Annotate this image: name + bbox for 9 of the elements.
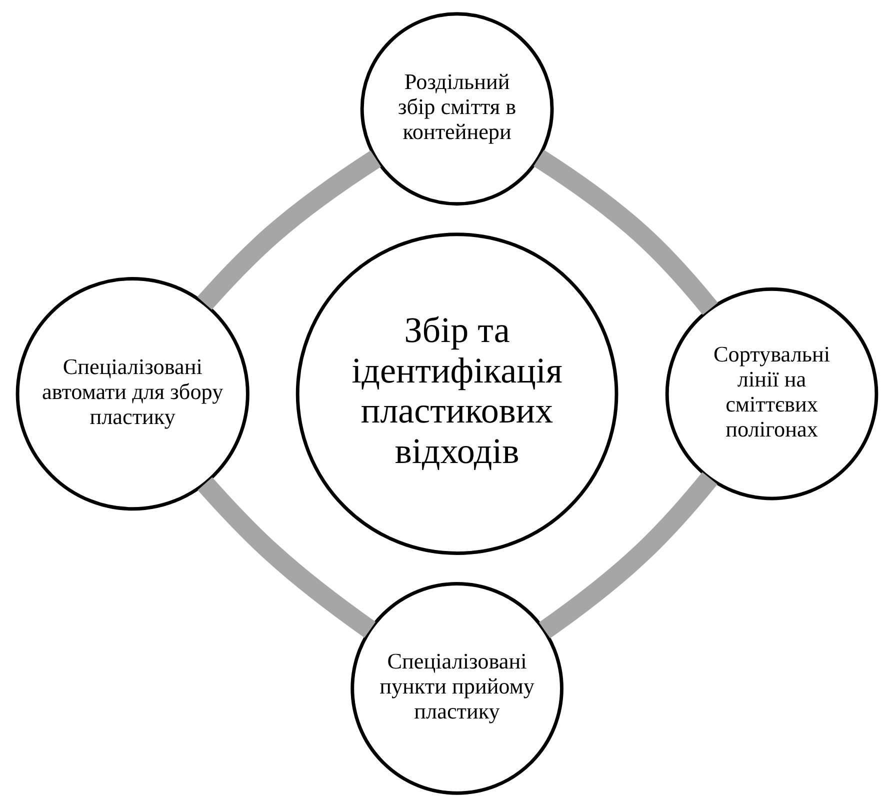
connector (197, 150, 382, 310)
connector (534, 150, 718, 315)
node-circle: Роздільний збір сміття в контейнери (360, 12, 554, 206)
node-circle: Збір та ідентифікація пластикових відходів (296, 232, 618, 555)
connector (198, 477, 376, 638)
node-circle: Спеціалізовані автомати для збору пластику (16, 276, 250, 511)
connector (538, 472, 718, 638)
node-circle: Спеціалізовані пункти прийому пластику (350, 582, 564, 795)
node-circle: Сортувальні лінії на сміттєвих полігонах (665, 287, 878, 500)
